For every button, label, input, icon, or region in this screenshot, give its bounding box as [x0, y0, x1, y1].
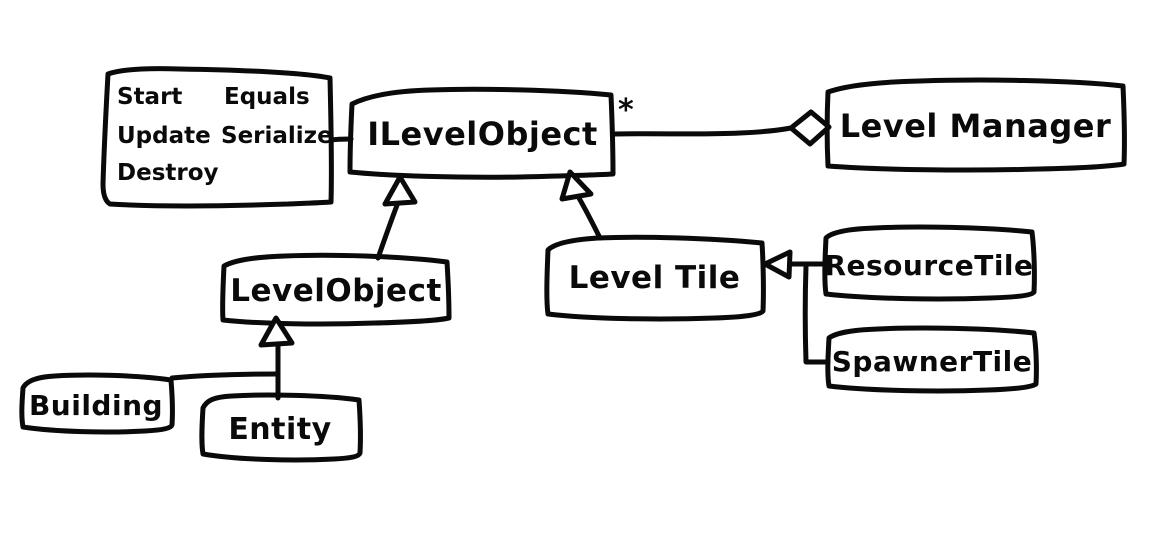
- building-inheritance-line: [169, 371, 281, 381]
- levelobject-inheritance-triangle: [382, 174, 418, 207]
- aggregation-line: [611, 125, 794, 137]
- levelobject-box-outline: [220, 252, 452, 327]
- leveltile-inheritance-line: [573, 190, 603, 241]
- levelobject-inheritance-triangle-bottom: [258, 315, 295, 348]
- leveltile-box-outline: [544, 234, 766, 322]
- leveltile-inheritance-triangle-right: [762, 249, 793, 280]
- multiplicity-star: *: [618, 93, 634, 128]
- methods-to-ilevelobject-link: [328, 136, 354, 143]
- spawnertile-box-outline: [825, 325, 1039, 394]
- methods-column-1-update: Update: [117, 123, 211, 149]
- building-box-outline: [19, 372, 175, 435]
- methods-column-1-start: Start: [117, 84, 183, 110]
- spawnertile-inheritance-line: [802, 263, 831, 365]
- leveltile-inheritance-triangle: [559, 169, 594, 202]
- ilevelobject-box-outline: [347, 86, 616, 180]
- methods-column-2-equals: Equals: [224, 84, 310, 110]
- methods-column-2-serialize: Serialize: [221, 123, 333, 149]
- resourcetile-box-outline: [822, 224, 1037, 302]
- methods-box-outline: [100, 66, 334, 209]
- levelmanager-box-outline: [824, 77, 1127, 173]
- entity-box-outline: [199, 392, 363, 463]
- methods-column-1-destroy: Destroy: [117, 160, 219, 186]
- levelobject-inheritance-line: [375, 197, 402, 261]
- aggregation-diamond: [788, 109, 832, 147]
